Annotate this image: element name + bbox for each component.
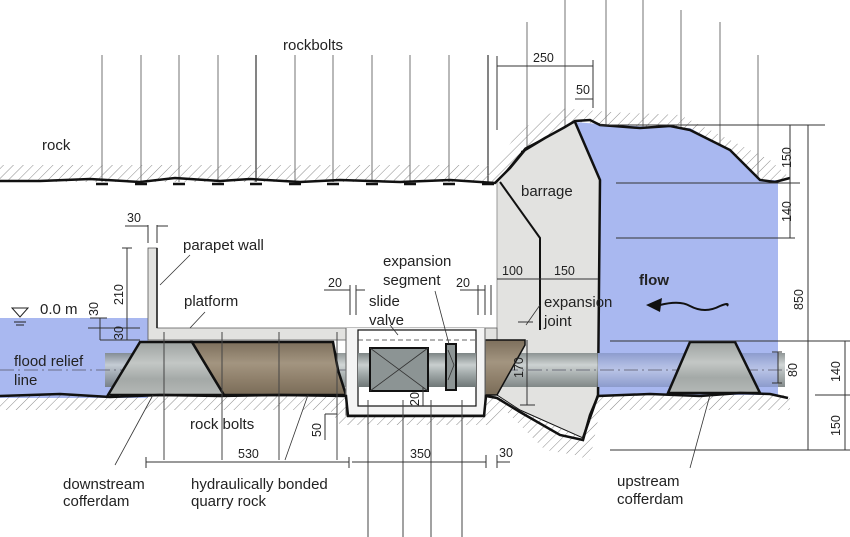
label-quarry-rock-1: hydraulically bonded [191, 476, 328, 493]
dim-150-right-bottom: 150 [829, 415, 843, 436]
label-downstream-cofferdam-1: downstream [63, 476, 145, 493]
label-upstream-cofferdam-1: upstream [617, 473, 680, 490]
dim-20-right: 20 [456, 276, 470, 290]
label-barrage: barrage [521, 183, 573, 200]
dim-140-right-mid: 140 [780, 201, 794, 222]
leader-lines [114, 254, 711, 469]
rock-surface-top [0, 118, 791, 185]
rock-hatch-top [0, 108, 790, 184]
rockbolts-top [101, 0, 759, 183]
rock-surface-bottom [0, 391, 789, 442]
slide-valve [369, 347, 429, 392]
label-expansion-joint-2: joint [543, 313, 572, 330]
label-flood-relief-line: line [14, 372, 37, 389]
dim-20-left: 20 [328, 276, 342, 290]
rockbolts-bottom [163, 332, 463, 537]
dim-150-right-top: 150 [780, 147, 794, 168]
flow-arrow-icon [646, 298, 729, 312]
label-platform: platform [184, 293, 238, 310]
dim-30-parapet: 30 [127, 211, 141, 225]
label-flood-relief: flood relief [14, 353, 84, 370]
dim-50-top: 50 [576, 83, 590, 97]
hydraulically-bonded-quarry-rock [189, 340, 348, 397]
dim-50-bottom: 50 [310, 423, 324, 437]
label-expansion-joint-1: expansion [544, 294, 612, 311]
label-slide-valve-2: valve [369, 312, 404, 329]
dim-100: 100 [502, 264, 523, 278]
label-slide-valve-1: slide [369, 293, 400, 310]
label-water-level: 0.0 m [40, 301, 78, 318]
label-upstream-cofferdam-2: cofferdam [617, 491, 683, 508]
label-quarry-rock-2: quarry rock [191, 493, 267, 510]
dimension-lines [88, 56, 850, 468]
dim-250: 250 [533, 51, 554, 65]
dim-150-barrage: 150 [554, 264, 575, 278]
label-rockbolts: rockbolts [283, 37, 343, 54]
dim-30-water-b: 30 [112, 326, 126, 340]
barrage-body [496, 121, 601, 439]
expansion-segment [445, 343, 457, 391]
label-expansion-segment-1: expansion [383, 253, 451, 270]
dim-850: 850 [792, 289, 806, 310]
dim-30-bottom: 30 [499, 446, 513, 460]
dim-530: 530 [238, 447, 259, 461]
dim-30-water-a: 30 [87, 302, 101, 316]
dim-80: 80 [786, 363, 800, 377]
dim-20-chamber: 20 [408, 392, 422, 406]
label-rock-bolts: rock bolts [190, 416, 254, 433]
barrage-inner-line [499, 181, 541, 330]
water-level-icon [10, 307, 30, 326]
label-parapet-wall: parapet wall [183, 237, 264, 254]
dim-140-right-low: 140 [829, 361, 843, 382]
dim-170: 170 [512, 357, 526, 378]
dim-350: 350 [410, 447, 431, 461]
label-expansion-segment-2: segment [383, 272, 441, 289]
dim-210: 210 [112, 284, 126, 305]
label-downstream-cofferdam-2: cofferdam [63, 493, 129, 510]
label-flow: flow [639, 272, 669, 289]
label-rock: rock [42, 137, 71, 154]
upstream-water [575, 122, 778, 395]
